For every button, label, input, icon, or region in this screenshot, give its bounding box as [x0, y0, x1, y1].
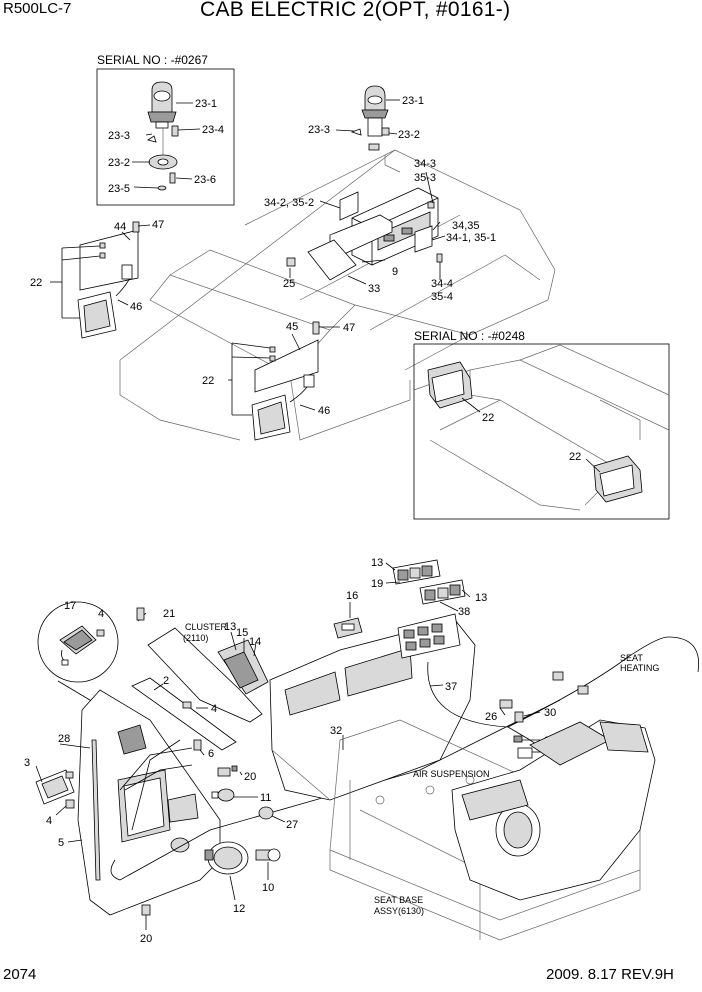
callout-47-left: 47 — [152, 219, 164, 231]
detail-circle-17 — [37, 601, 119, 713]
callout-4-circle: 4 — [98, 608, 104, 620]
callout-26: 26 — [485, 711, 497, 723]
page-number: 2074 — [3, 966, 37, 983]
callout-30: 30 — [544, 707, 556, 719]
switch-3 — [35, 769, 75, 809]
callout-12: 12 — [233, 903, 245, 915]
callout-34-3: 34-3 — [414, 158, 436, 170]
part-27 — [258, 806, 274, 820]
callout-23-6-inset: 23-6 — [194, 174, 216, 186]
bolt-20 — [141, 904, 151, 916]
right-side-console — [451, 719, 656, 901]
work-lamp-inset-2 — [593, 455, 643, 503]
note-seat-base-2: ASSY(6130) — [374, 906, 424, 916]
callout-37: 37 — [445, 681, 457, 693]
note-cluster-1: CLUSTER — [185, 622, 228, 632]
callout-19: 19 — [371, 578, 383, 590]
callout-45: 45 — [286, 321, 298, 333]
callout-34-2-35-2: 34-2, 35-2 — [264, 197, 314, 209]
rocker-switches — [392, 559, 466, 605]
part-11 — [211, 788, 235, 802]
callout-23-2-inset: 23-2 — [108, 157, 130, 169]
callout-3: 3 — [24, 757, 30, 769]
socket-12 — [204, 841, 249, 875]
callout-22-left: 22 — [30, 277, 42, 289]
beacon-lamp-roof — [350, 85, 390, 151]
callout-9: 9 — [392, 266, 398, 278]
callout-35-4: 35-4 — [431, 291, 453, 303]
callout-23-1-inset: 23-1 — [195, 98, 217, 110]
callout-15: 15 — [236, 627, 248, 639]
callout-20-bottom: 20 — [140, 933, 152, 945]
callout-35-3: 35-3 — [414, 172, 436, 184]
callout-10: 10 — [262, 882, 274, 894]
inset-serial-0267-label: SERIAL NO : -#0267 — [97, 53, 208, 67]
callout-20-top: 20 — [244, 771, 256, 783]
callout-46-left: 46 — [130, 301, 142, 313]
work-lamp-center — [251, 321, 320, 441]
callout-47-center: 47 — [343, 322, 355, 334]
callout-13-right: 13 — [475, 592, 487, 604]
callout-22-center: 22 — [202, 375, 214, 387]
page-title: CAB ELECTRIC 2(OPT, #0161-) — [200, 0, 511, 21]
callout-34-1-35-1: 34-1, 35-1 — [446, 232, 496, 244]
callout-23-1: 23-1 — [402, 95, 424, 107]
work-lamp-left — [77, 221, 140, 339]
callout-44: 44 — [114, 221, 126, 233]
note-cluster-2: (2110) — [183, 633, 208, 643]
callout-22-inset-b: 22 — [569, 451, 581, 463]
callout-11: 11 — [260, 792, 271, 804]
work-lamp-inset-1 — [427, 361, 473, 409]
right-console — [269, 613, 476, 801]
relay-20 — [217, 765, 238, 777]
note-seat-heating-2: HEATING — [620, 663, 659, 673]
callout-34-35: 34,35 — [452, 220, 480, 232]
callout-25: 25 — [283, 278, 295, 290]
bracket-2 — [131, 677, 237, 751]
inset-serial-0248-label: SERIAL NO : -#0248 — [414, 329, 525, 343]
callout-23-3-inset: 23-3 — [108, 130, 130, 142]
callout-17: 17 — [64, 600, 76, 612]
callout-16: 16 — [346, 590, 358, 602]
callout-13-top: 13 — [371, 557, 383, 569]
callout-27: 27 — [286, 819, 298, 831]
callout-33: 33 — [368, 283, 380, 295]
date-revision: 2009. 8.17 REV.9H — [546, 966, 674, 983]
callout-46-center: 46 — [318, 405, 330, 417]
callout-2: 2 — [163, 675, 169, 687]
callout-22-inset-a: 22 — [482, 412, 494, 424]
beacon-lamp-inset — [147, 81, 179, 191]
inset-serial-0248: SERIAL NO : -#0248 22 22 — [413, 329, 670, 520]
bolt-21 — [136, 607, 145, 621]
cab-roof-outline — [119, 149, 556, 441]
connectors-seat — [499, 671, 589, 759]
note-air-suspension: AIR SUSPENSION — [413, 769, 490, 779]
callout-32: 32 — [330, 725, 342, 737]
callout-4-switch: 4 — [46, 815, 52, 827]
lighter-10 — [255, 848, 281, 862]
callout-23-2: 23-2 — [398, 129, 420, 141]
callout-23-4-inset: 23-4 — [202, 124, 224, 136]
callout-5: 5 — [58, 837, 64, 849]
callout-21: 21 — [163, 608, 175, 620]
callout-6: 6 — [208, 748, 214, 760]
callout-34-4: 34-4 — [431, 278, 453, 290]
blank-plate-16 — [333, 617, 363, 639]
callout-23-3: 23-3 — [308, 124, 330, 136]
radio-cassette — [286, 187, 443, 281]
inset-serial-0267: SERIAL NO : -#0267 23-1 23-3 23-4 23-2 — [96, 53, 235, 206]
callout-23-5-inset: 23-5 — [108, 183, 130, 195]
callout-38: 38 — [458, 606, 470, 618]
callout-13-cluster: 13 — [224, 621, 236, 633]
callout-14: 14 — [249, 636, 261, 648]
wire-harness-left — [110, 699, 561, 881]
cluster-panel — [147, 627, 269, 723]
model-number: R500LC-7 — [3, 0, 72, 17]
note-seat-base-1: SEAT BASE — [374, 895, 423, 905]
side-console-left — [77, 689, 221, 916]
callout-4-bracket: 4 — [211, 703, 217, 715]
note-seat-heating-1: SEAT — [620, 653, 643, 663]
callout-28: 28 — [58, 733, 70, 745]
